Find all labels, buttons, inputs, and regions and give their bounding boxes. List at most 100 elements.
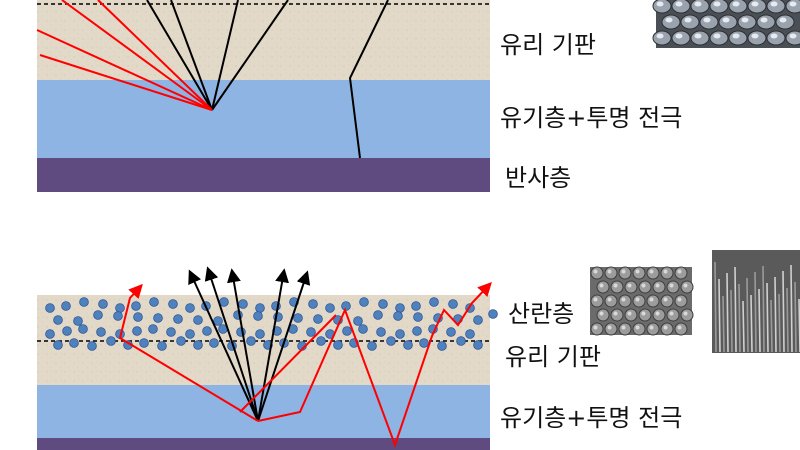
scattering-particle — [446, 327, 456, 337]
scattering-particle — [209, 338, 219, 348]
scattering-particle — [313, 314, 323, 324]
scattering-particle — [79, 297, 89, 307]
scattering-particle — [45, 329, 55, 339]
bottom-ray-scattered-center — [239, 314, 337, 413]
bottom-ray-escape-1 — [188, 269, 259, 422]
scattering-particle — [386, 336, 396, 346]
top-device — [36, 0, 490, 192]
bottom-device — [37, 266, 498, 450]
scattering-particle — [413, 312, 423, 322]
scattering-particle — [293, 313, 303, 323]
scattering-particle — [98, 299, 108, 309]
scattering-particle — [456, 336, 466, 346]
scattering-particle — [93, 310, 103, 320]
scattering-particle — [213, 316, 223, 326]
top-ray-escape-1 — [146, 0, 213, 111]
scattering-particle — [367, 341, 377, 351]
label-top-organic-electrode: 유기층+투명 전극 — [500, 104, 683, 132]
bottom-ray-scattered-right — [257, 281, 492, 448]
scattering-particle — [73, 316, 83, 326]
scattering-particle — [341, 301, 351, 311]
scattering-particle — [53, 315, 63, 325]
scattering-particle — [403, 340, 413, 350]
scattering-particle — [87, 341, 97, 351]
top-glass-substrate-layer — [37, 0, 490, 80]
scattering-particle — [488, 309, 498, 319]
scattering-particle — [353, 316, 363, 326]
scattering-particle — [358, 324, 368, 334]
scattering-particle — [465, 329, 475, 339]
bottom-ray-escape-2 — [204, 266, 259, 422]
label-top-reflector: 반사층 — [505, 164, 572, 192]
scattering-particle — [333, 340, 343, 350]
scattering-particle — [316, 336, 326, 346]
scattering-particle — [45, 303, 55, 313]
label-bottom-glass-substrate: 유리 기판 — [505, 343, 601, 371]
scattering-particle — [157, 341, 167, 351]
scattering-particle — [448, 299, 458, 309]
top-ray-trapped-2 — [97, 0, 213, 111]
scattering-particle — [306, 327, 316, 337]
scattering-particle — [106, 336, 116, 346]
scattering-particle — [473, 340, 483, 350]
scattering-particle — [96, 327, 106, 337]
scattering-particle — [115, 303, 125, 313]
scattering-particle — [202, 326, 212, 336]
scattering-particle — [393, 311, 403, 321]
scattering-particle — [373, 310, 383, 320]
scattering-particle — [395, 329, 405, 339]
scattering-particle — [131, 301, 141, 311]
scattering-particle — [255, 329, 265, 339]
scattering-particle — [69, 338, 79, 348]
top-ray-reflected — [348, 0, 389, 159]
scattering-particle — [342, 326, 352, 336]
label-scattering-layer: 산란층 — [508, 300, 575, 328]
top-ray-escape-4 — [211, 0, 289, 111]
scattering-particle — [238, 299, 248, 309]
scattering-particle — [176, 336, 186, 346]
label-top-glass-substrate: 유리 기판 — [500, 31, 596, 59]
scattering-particle — [53, 340, 63, 350]
scattering-particle — [173, 314, 183, 324]
microlens-array-sem-photo — [652, 0, 800, 48]
bottom-ray-scattered-left — [118, 283, 259, 422]
scattering-particle — [308, 299, 318, 309]
scattering-particle — [473, 315, 483, 325]
scattering-particle — [378, 299, 388, 309]
top-ray-escape-2 — [170, 0, 213, 111]
scattering-particle — [139, 338, 149, 348]
scattering-particle — [376, 327, 386, 337]
scattering-particle — [395, 303, 405, 313]
bottom-ray-escape-5 — [257, 270, 311, 422]
scattering-particle — [437, 341, 447, 351]
scattering-particle — [193, 315, 203, 325]
scattering-particle — [168, 299, 178, 309]
scattering-particle — [113, 311, 123, 321]
top-organic-electrode-layer — [37, 80, 490, 158]
scattering-particle — [78, 324, 88, 334]
scattering-particle — [61, 301, 71, 311]
scattering-particle — [149, 297, 159, 307]
scattering-particle — [359, 297, 369, 307]
scattering-particle — [133, 312, 143, 322]
scattering-particle — [185, 303, 195, 313]
scattering-particle — [193, 340, 203, 350]
scattering-particle — [325, 303, 335, 313]
scattering-particle — [411, 301, 421, 311]
label-bottom-organic-electrode: 유기층+투명 전극 — [500, 404, 683, 432]
top-ray-trapped-4 — [36, 29, 213, 111]
scattering-particle — [419, 338, 429, 348]
nanorod-array-sem-photo — [712, 250, 800, 353]
scattering-particle — [246, 336, 256, 346]
scattering-particle — [166, 327, 176, 337]
top-reflector-layer — [37, 158, 490, 192]
scattering-particle — [62, 326, 72, 336]
scattering-particle — [148, 324, 158, 334]
bottom-ray-escape-3 — [227, 268, 259, 422]
scattering-particle — [412, 326, 422, 336]
top-ray-trapped-1 — [61, 0, 213, 111]
bottom-ray-escape-4 — [257, 268, 289, 422]
scattering-particle — [185, 329, 195, 339]
top-ray-escape-3 — [211, 0, 239, 111]
